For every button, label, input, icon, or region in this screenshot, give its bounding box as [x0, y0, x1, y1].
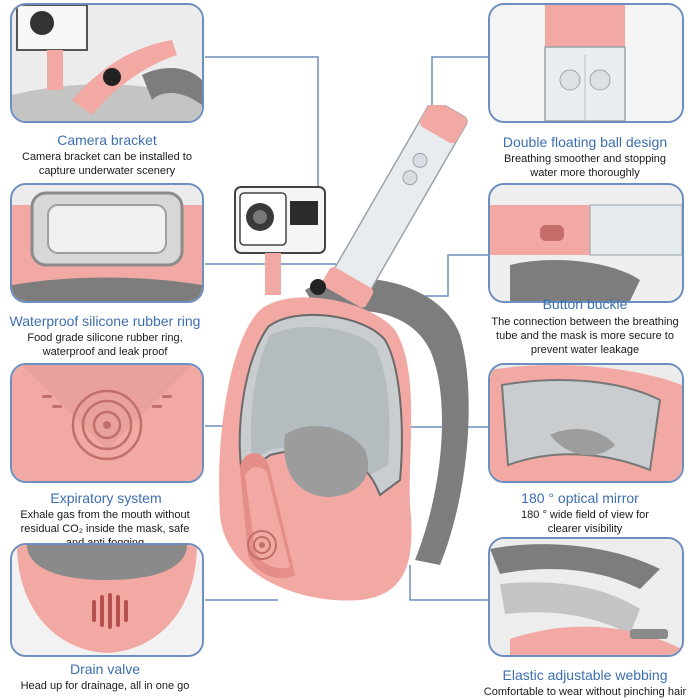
double-floating-ball-title: Double floating ball design: [502, 134, 668, 150]
elastic-webbing-title: Elastic adjustable webbing: [502, 667, 668, 683]
optical-mirror-title: 180 ° optical mirror: [521, 490, 639, 506]
optical-mirror-photo: [488, 363, 684, 483]
optical-mirror-desc: 180 ° wide field of view for clearer vis…: [521, 509, 649, 535]
waterproof-ring-desc: Food grade silicone rubber ring, waterpr…: [27, 332, 183, 358]
drain-valve-desc: Head up for drainage, all in one go: [20, 680, 190, 692]
double-floating-ball-photo: [488, 3, 684, 123]
expiratory-system-photo: [10, 363, 204, 483]
camera-bracket-desc: Camera bracket can be installed to captu…: [22, 151, 192, 177]
button-buckle-title: Button buckle: [542, 296, 628, 312]
expiratory-system-title: Expiratory system: [50, 490, 162, 506]
button-buckle-photo: [488, 183, 684, 303]
camera-bracket-photo: [10, 3, 204, 123]
drain-valve-photo: [10, 543, 204, 657]
double-floating-ball-desc: Breathing smoother and stopping water mo…: [503, 153, 667, 179]
elastic-webbing-desc: Comfortable to wear without pinching hai…: [483, 686, 687, 698]
camera-bracket-title: Camera bracket: [57, 132, 157, 148]
elastic-webbing-photo: [488, 537, 684, 657]
snorkel-mask-image: [210, 105, 490, 605]
button-buckle-desc: The connection between the breathing tub…: [491, 316, 679, 356]
waterproof-ring-title: Waterproof silicone rubber ring: [9, 313, 201, 329]
waterproof-ring-photo: [10, 183, 204, 303]
drain-valve-title: Drain valve: [69, 661, 141, 677]
